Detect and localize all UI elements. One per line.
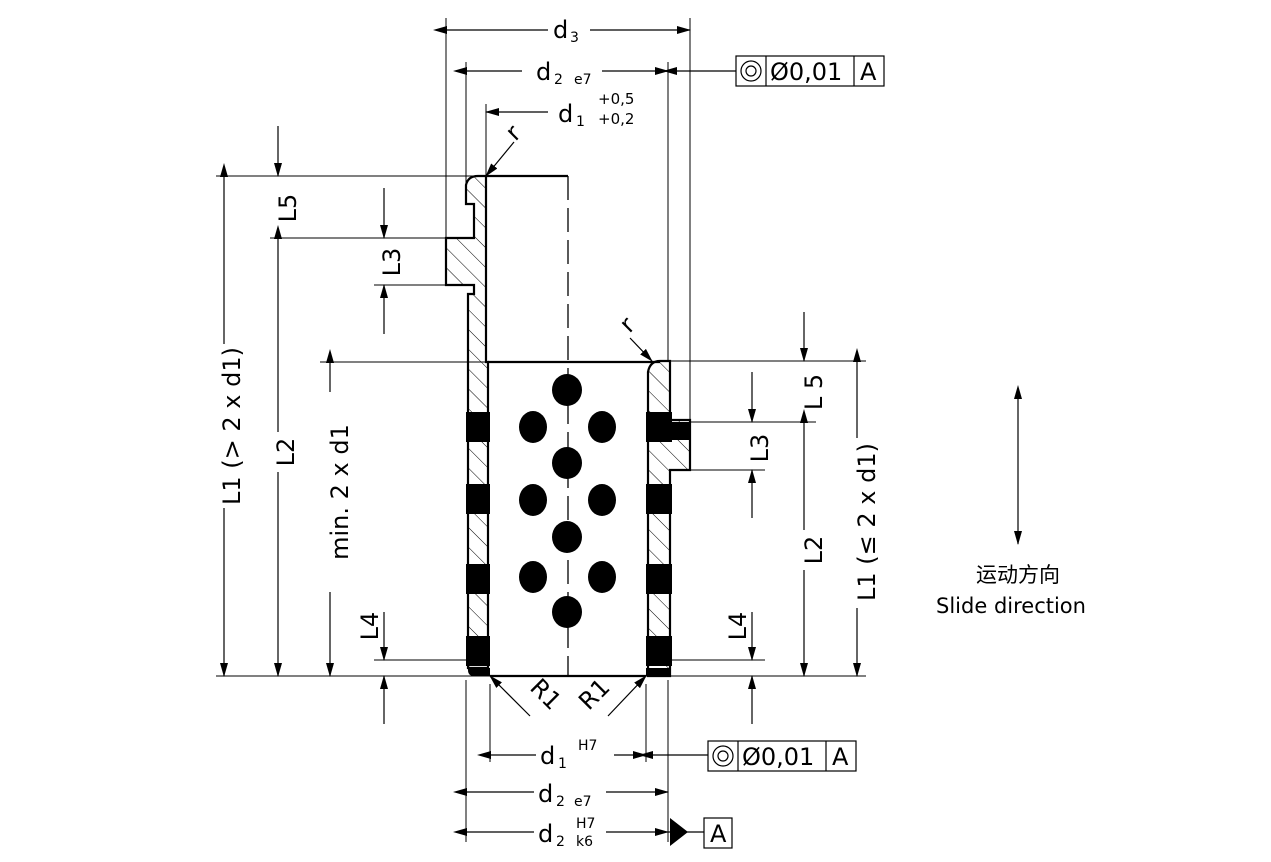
left-wall-section bbox=[444, 174, 490, 676]
d2-last-fit-upper: H7 bbox=[576, 816, 595, 832]
d1-tol-upper: +0,5 bbox=[598, 90, 634, 108]
datum-label: A bbox=[710, 820, 727, 848]
concentricity-icon bbox=[712, 745, 734, 767]
d1-bottom-label: d bbox=[540, 742, 555, 770]
d1-bottom-sub: 1 bbox=[558, 756, 567, 772]
tolerance-value-bottom: Ø0,01 bbox=[742, 743, 814, 771]
R1-right-leader bbox=[607, 675, 647, 717]
L4-right-label: L4 bbox=[724, 612, 752, 641]
datum-triangle-icon bbox=[670, 818, 688, 846]
R1-left-label: R1 bbox=[524, 673, 566, 715]
L1-right-label: L1 (≤ 2 x d1) bbox=[853, 443, 881, 601]
datum-feature: A bbox=[670, 817, 733, 849]
slide-direction-chinese: 运动方向 bbox=[976, 563, 1060, 587]
L2-left-label: L2 bbox=[272, 438, 300, 467]
d2-top-sub: 2 bbox=[554, 72, 563, 88]
tolerance-datum-top: A bbox=[860, 58, 877, 86]
concentricity-icon bbox=[740, 60, 762, 82]
d2-bottom-sub: 2 bbox=[556, 794, 565, 810]
right-wall-section bbox=[646, 359, 692, 678]
d1-bottom-fit: H7 bbox=[578, 738, 597, 754]
d2-top-fit: e7 bbox=[574, 72, 592, 88]
L4-left-label: L4 bbox=[356, 612, 384, 641]
d1-tol-lower: +0,2 bbox=[598, 110, 634, 128]
tolerance-datum-bottom: A bbox=[832, 743, 849, 771]
tolerance-value-top: Ø0,01 bbox=[770, 58, 842, 86]
r-mid-leader bbox=[629, 337, 653, 362]
L3-right-label: L3 bbox=[746, 434, 774, 463]
left-vertical-labels: L5 L3 L1 (> 2 x d1) L2 min. 2 x d1 L4 bbox=[210, 194, 406, 641]
tolerance-frame-bottom: Ø0,01 A bbox=[707, 740, 857, 772]
extension-lines bbox=[216, 18, 866, 842]
d3-sub: 3 bbox=[570, 30, 579, 46]
r-mid-label: r bbox=[614, 311, 641, 338]
d2-bottom-label: d bbox=[538, 780, 553, 808]
R1-right-label: R1 bbox=[573, 673, 615, 715]
L3-left-label: L3 bbox=[378, 248, 406, 277]
r-top-leader bbox=[485, 141, 515, 177]
d2-last-label: d bbox=[538, 820, 553, 848]
min-length-label: min. 2 x d1 bbox=[326, 424, 354, 560]
d1-top-sub: 1 bbox=[576, 114, 585, 130]
d2-top-label: d bbox=[536, 58, 551, 86]
L1-left-label: L1 (> 2 x d1) bbox=[218, 347, 246, 505]
R1-left-leader bbox=[489, 675, 531, 717]
slide-direction-english: Slide direction bbox=[936, 594, 1086, 618]
right-vertical-labels: L 5 L3 L2 L1 (≤ 2 x d1) L4 bbox=[724, 374, 881, 640]
d3-label: d bbox=[553, 16, 568, 44]
graphite-plugs bbox=[519, 374, 616, 628]
tolerance-frame-top: Ø0,01 A bbox=[735, 55, 885, 87]
L2-right-label: L2 bbox=[800, 536, 828, 565]
d2-bottom-fit: e7 bbox=[574, 794, 592, 810]
L5-right-label: L 5 bbox=[800, 374, 828, 410]
d2-last-fit-lower: k6 bbox=[576, 834, 593, 850]
L5-left-label: L5 bbox=[274, 194, 302, 223]
d2-last-sub: 2 bbox=[556, 834, 565, 850]
d1-top-label: d bbox=[558, 100, 573, 128]
